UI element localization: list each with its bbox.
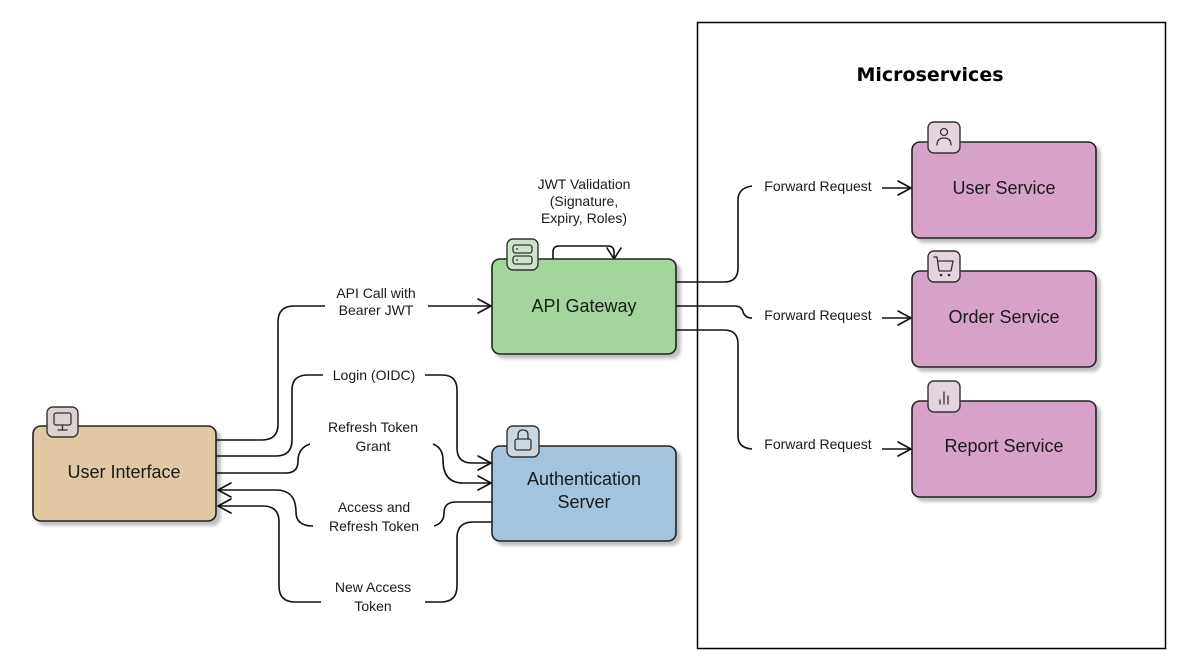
edge-api-call: API Call with Bearer JWT xyxy=(216,285,492,441)
arrowhead-icon xyxy=(477,475,492,491)
edge-login-line-b xyxy=(425,374,490,464)
user-icon xyxy=(936,127,952,146)
edge-forward-report-line-a xyxy=(676,329,753,450)
report-service-label: Report Service xyxy=(944,436,1063,456)
node-order-service[interactable]: Order Service xyxy=(911,250,1097,368)
edge-forward-user-line-a xyxy=(676,185,753,283)
edge-forward-user-label: Forward Request xyxy=(764,178,871,194)
edge-new-access-label-1: New Access xyxy=(335,579,411,595)
api-gateway-label: API Gateway xyxy=(531,296,636,316)
arrowhead-icon xyxy=(477,298,492,314)
edge-forward-order: Forward Request xyxy=(676,305,912,326)
edge-login-label: Login (OIDC) xyxy=(333,367,415,383)
microservices-title: Microservices xyxy=(856,64,1003,86)
arrowhead-icon xyxy=(217,482,232,498)
bar-chart-icon xyxy=(939,391,949,405)
edge-forward-order-line-a xyxy=(676,305,753,319)
edge-refresh-grant-line-b xyxy=(432,443,490,484)
arrowhead-icon xyxy=(477,455,492,471)
edge-new-access-line-b xyxy=(218,505,321,603)
edge-new-access: New Access Token xyxy=(217,498,492,614)
user-interface-label: User Interface xyxy=(67,462,180,482)
edge-refresh-grant: Refresh Token Grant xyxy=(216,419,492,491)
edge-access-refresh: Access and Refresh Token xyxy=(217,482,492,534)
report-service-box[interactable] xyxy=(911,400,1097,498)
edge-forward-user: Forward Request xyxy=(676,178,912,283)
user-service-box[interactable] xyxy=(911,141,1097,239)
auth-server-box[interactable] xyxy=(491,445,677,542)
edge-refresh-grant-label-2: Grant xyxy=(355,438,390,454)
edge-new-access-label-2: Token xyxy=(354,598,391,614)
node-api-gateway[interactable]: API Gateway xyxy=(491,238,677,355)
user-interface-box[interactable] xyxy=(32,425,217,522)
edge-api-call-label-1: API Call with xyxy=(336,285,415,301)
arrowhead-icon xyxy=(897,180,912,196)
edge-jwt-validation-label-3: Expiry, Roles) xyxy=(541,210,627,226)
edge-new-access-line-a xyxy=(425,521,492,603)
api-gateway-box[interactable] xyxy=(491,258,677,355)
order-service-tab xyxy=(927,250,961,283)
monitor-icon xyxy=(53,412,72,431)
arrowhead-icon xyxy=(897,310,912,326)
order-service-box[interactable] xyxy=(911,270,1097,368)
edge-jwt-validation-label-2: (Signature, xyxy=(550,193,618,209)
server-icon xyxy=(512,244,533,265)
order-service-label: Order Service xyxy=(948,307,1059,327)
edge-refresh-grant-line-a xyxy=(216,443,311,474)
edge-forward-order-label: Forward Request xyxy=(764,307,871,323)
auth-server-label-2: Server xyxy=(557,492,610,512)
edge-access-refresh-label-1: Access and xyxy=(338,499,410,515)
edge-jwt-validation: JWT Validation (Signature, Expiry, Roles… xyxy=(538,176,631,260)
api-gateway-tab xyxy=(506,238,539,271)
node-report-service[interactable]: Report Service xyxy=(911,380,1097,498)
user-service-label: User Service xyxy=(952,178,1055,198)
node-auth-server[interactable]: Authentication Server xyxy=(491,425,677,542)
edge-api-call-label-2: Bearer JWT xyxy=(339,302,414,318)
arrowhead-icon xyxy=(897,441,912,457)
edge-refresh-grant-label-1: Refresh Token xyxy=(328,419,418,435)
edge-access-refresh-label-2: Refresh Token xyxy=(329,518,419,534)
edge-api-call-line-a xyxy=(216,305,325,441)
edge-jwt-validation-label-1: JWT Validation xyxy=(538,176,631,192)
node-user-service[interactable]: User Service xyxy=(911,121,1097,239)
edge-jwt-validation-line xyxy=(552,245,615,259)
lock-icon xyxy=(514,429,532,451)
edge-login: Login (OIDC) xyxy=(216,367,492,471)
auth-server-label-1: Authentication xyxy=(527,469,641,489)
edge-access-refresh-line-b xyxy=(218,489,314,527)
user-interface-tab xyxy=(46,406,79,438)
arrowhead-icon xyxy=(217,498,232,514)
edge-access-refresh-line-a xyxy=(433,501,492,527)
edge-forward-report: Forward Request xyxy=(676,329,912,457)
edge-forward-report-label: Forward Request xyxy=(764,436,871,452)
edge-login-line-a xyxy=(216,374,323,457)
node-user-interface[interactable]: User Interface xyxy=(32,406,217,522)
cart-icon xyxy=(933,256,954,277)
